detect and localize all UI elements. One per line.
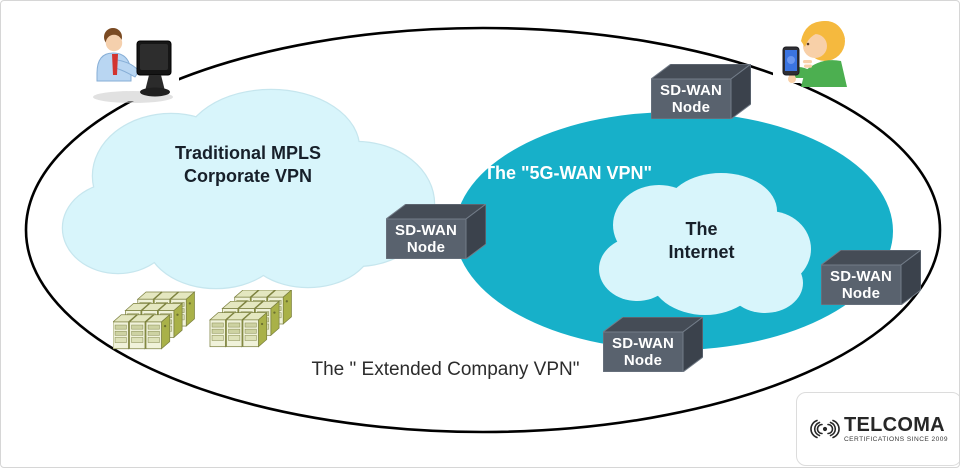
server-group-left <box>113 291 196 350</box>
sdwan-node-label: SD-WAN Node <box>821 265 901 305</box>
sdwan-node-label-line2: Node <box>406 239 446 256</box>
sdwan-node-box <box>651 64 751 119</box>
sdwan-node-top: SD-WAN Node <box>651 64 751 119</box>
sdwan-node-bottom: SD-WAN Node <box>603 317 703 372</box>
server-stack-illustration <box>113 290 292 350</box>
mpls-cloud <box>61 88 436 290</box>
sdwan-node-box <box>821 250 921 305</box>
sdwan-node-label: SD-WAN Node <box>386 219 466 259</box>
sdwan-node-label: SD-WAN Node <box>603 332 683 372</box>
smartphone-icon <box>782 46 800 76</box>
logo-tagline: CERTIFICATIONS SINCE 2009 <box>843 435 949 443</box>
server-group-right <box>209 290 292 348</box>
office-user-person <box>96 28 140 82</box>
sdwan-node-right: SD-WAN Node <box>821 250 921 305</box>
desktop-monitor-icon <box>136 40 172 97</box>
mobile-user-illustration <box>773 17 855 87</box>
sdwan-node-label-line1: SD-WAN <box>394 221 458 239</box>
internet-cloud-label-line2: Internet <box>668 242 735 262</box>
sdwan-node-label-line1: SD-WAN <box>829 267 893 285</box>
sdwan-node-label-line1: SD-WAN <box>611 334 675 352</box>
sdwan-node-label-line2: Node <box>671 99 711 116</box>
mpls-cloud-label-line1: Traditional MPLS <box>174 143 321 163</box>
office-user-illustration <box>93 28 179 103</box>
sdwan-node-box <box>603 317 703 372</box>
radio-waves-icon <box>810 419 840 439</box>
sdwan-node-label: SD-WAN Node <box>651 79 731 119</box>
sdwan-node-label-line1: SD-WAN <box>659 81 723 99</box>
internet-cloud-label: The Internet <box>619 218 784 264</box>
extended-vpn-label: The " Extended Company VPN" <box>311 359 580 380</box>
sdwan-node-left: SD-WAN Node <box>386 204 486 259</box>
mpls-cloud-label: Traditional MPLS Corporate VPN <box>114 142 382 188</box>
internet-cloud-label-line1: The <box>685 219 718 239</box>
logo-name: TELCOMA <box>843 413 945 436</box>
wan5g-cloud-label: The "5G-WAN VPN" <box>483 163 653 183</box>
telcoma-logo: TELCOMA CERTIFICATIONS SINCE 2009 <box>796 392 959 466</box>
sdwan-node-label-line2: Node <box>841 285 881 302</box>
mpls-cloud-label-line2: Corporate VPN <box>183 166 313 186</box>
internet-cloud <box>599 173 811 315</box>
sdwan-node-label-line2: Node <box>623 352 663 369</box>
sdwan-node-box <box>386 204 486 259</box>
